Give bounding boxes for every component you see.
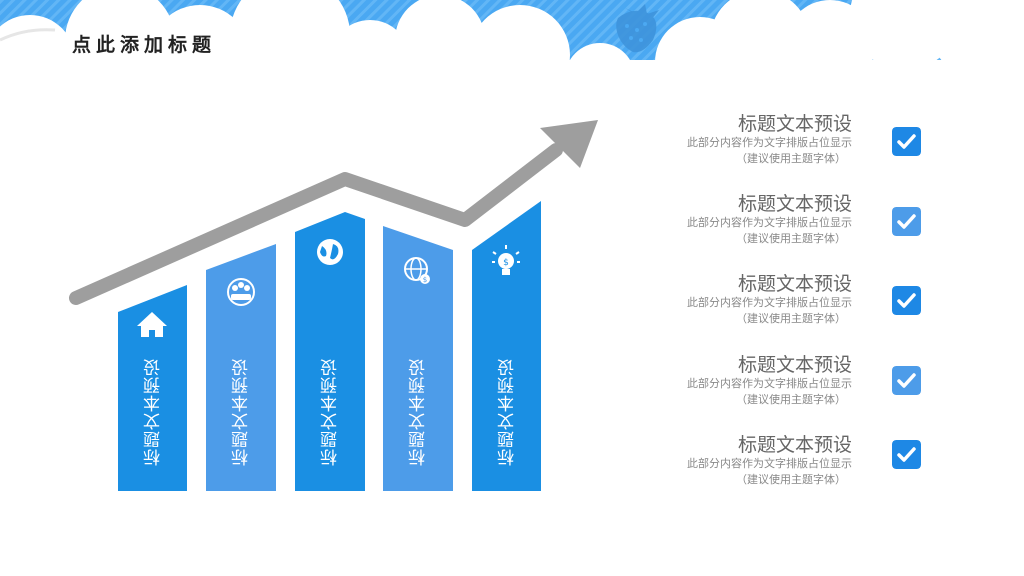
- item-desc: 此部分内容作为文字排版占位显示: [687, 377, 852, 390]
- strawberry-icon: [616, 4, 659, 53]
- checkbox-icon[interactable]: [892, 207, 921, 236]
- item-desc: 此部分内容作为文字排版占位显示: [687, 216, 852, 229]
- house-icon: [137, 312, 167, 337]
- item-desc: 此部分内容作为文字排版占位显示: [687, 136, 852, 149]
- svg-text:$: $: [503, 258, 509, 268]
- item-title: 标题文本预设: [737, 113, 852, 135]
- bar-3: [295, 212, 365, 491]
- item-title: 标题文本预设: [737, 193, 852, 215]
- bar-2: [206, 244, 276, 491]
- globe-dollar-icon: $: [404, 257, 430, 284]
- bar-1: [118, 285, 187, 491]
- growth-arrow-line: [69, 143, 563, 305]
- page-title: 点此添加标题: [72, 34, 217, 56]
- list-item-4: 标题文本预设 此部分内容作为文字排版占位显示 （建议使用主题字体）: [612, 354, 852, 408]
- item-desc: 此部分内容作为文字排版占位显示: [687, 457, 852, 470]
- checkbox-icon[interactable]: [892, 127, 921, 156]
- bar-label-4: 标题文本预设: [409, 358, 429, 466]
- bar-5: [472, 201, 541, 491]
- item-desc-note: （建议使用主题字体）: [736, 473, 846, 486]
- item-title: 标题文本预设: [737, 434, 852, 456]
- bar-chart-graphic: [118, 201, 541, 491]
- list-item-5: 标题文本预设 此部分内容作为文字排版占位显示 （建议使用主题字体）: [612, 434, 852, 488]
- lightbulb-dollar-icon: $: [492, 245, 520, 275]
- item-desc-note: （建议使用主题字体）: [736, 393, 846, 406]
- globe-icon: [317, 239, 343, 265]
- bar-label-3: 标题文本预设: [321, 358, 341, 466]
- cloud-shape: [0, 0, 1024, 113]
- list-item-1: 标题文本预设 此部分内容作为文字排版占位显示 （建议使用主题字体）: [612, 113, 852, 167]
- item-title: 标题文本预设: [737, 273, 852, 295]
- svg-text:$: $: [423, 276, 427, 284]
- people-group-icon: [227, 278, 255, 306]
- item-title: 标题文本预设: [737, 354, 852, 376]
- list-item-3: 标题文本预设 此部分内容作为文字排版占位显示 （建议使用主题字体）: [612, 273, 852, 327]
- item-desc-note: （建议使用主题字体）: [736, 232, 846, 245]
- bar-label-1: 标题文本预设: [144, 358, 164, 466]
- bar-label-2: 标题文本预设: [232, 358, 252, 466]
- list-item-2: 标题文本预设 此部分内容作为文字排版占位显示 （建议使用主题字体）: [612, 193, 852, 247]
- checkbox-icon[interactable]: [892, 366, 921, 395]
- checkbox-icon[interactable]: [892, 286, 921, 315]
- item-desc-note: （建议使用主题字体）: [736, 312, 846, 325]
- bar-4: [383, 226, 453, 491]
- item-desc: 此部分内容作为文字排版占位显示: [687, 296, 852, 309]
- item-desc-note: （建议使用主题字体）: [736, 152, 846, 165]
- bar-label-5: 标题文本预设: [498, 358, 518, 466]
- growth-arrow-head: [540, 120, 598, 168]
- checkbox-icon[interactable]: [892, 440, 921, 469]
